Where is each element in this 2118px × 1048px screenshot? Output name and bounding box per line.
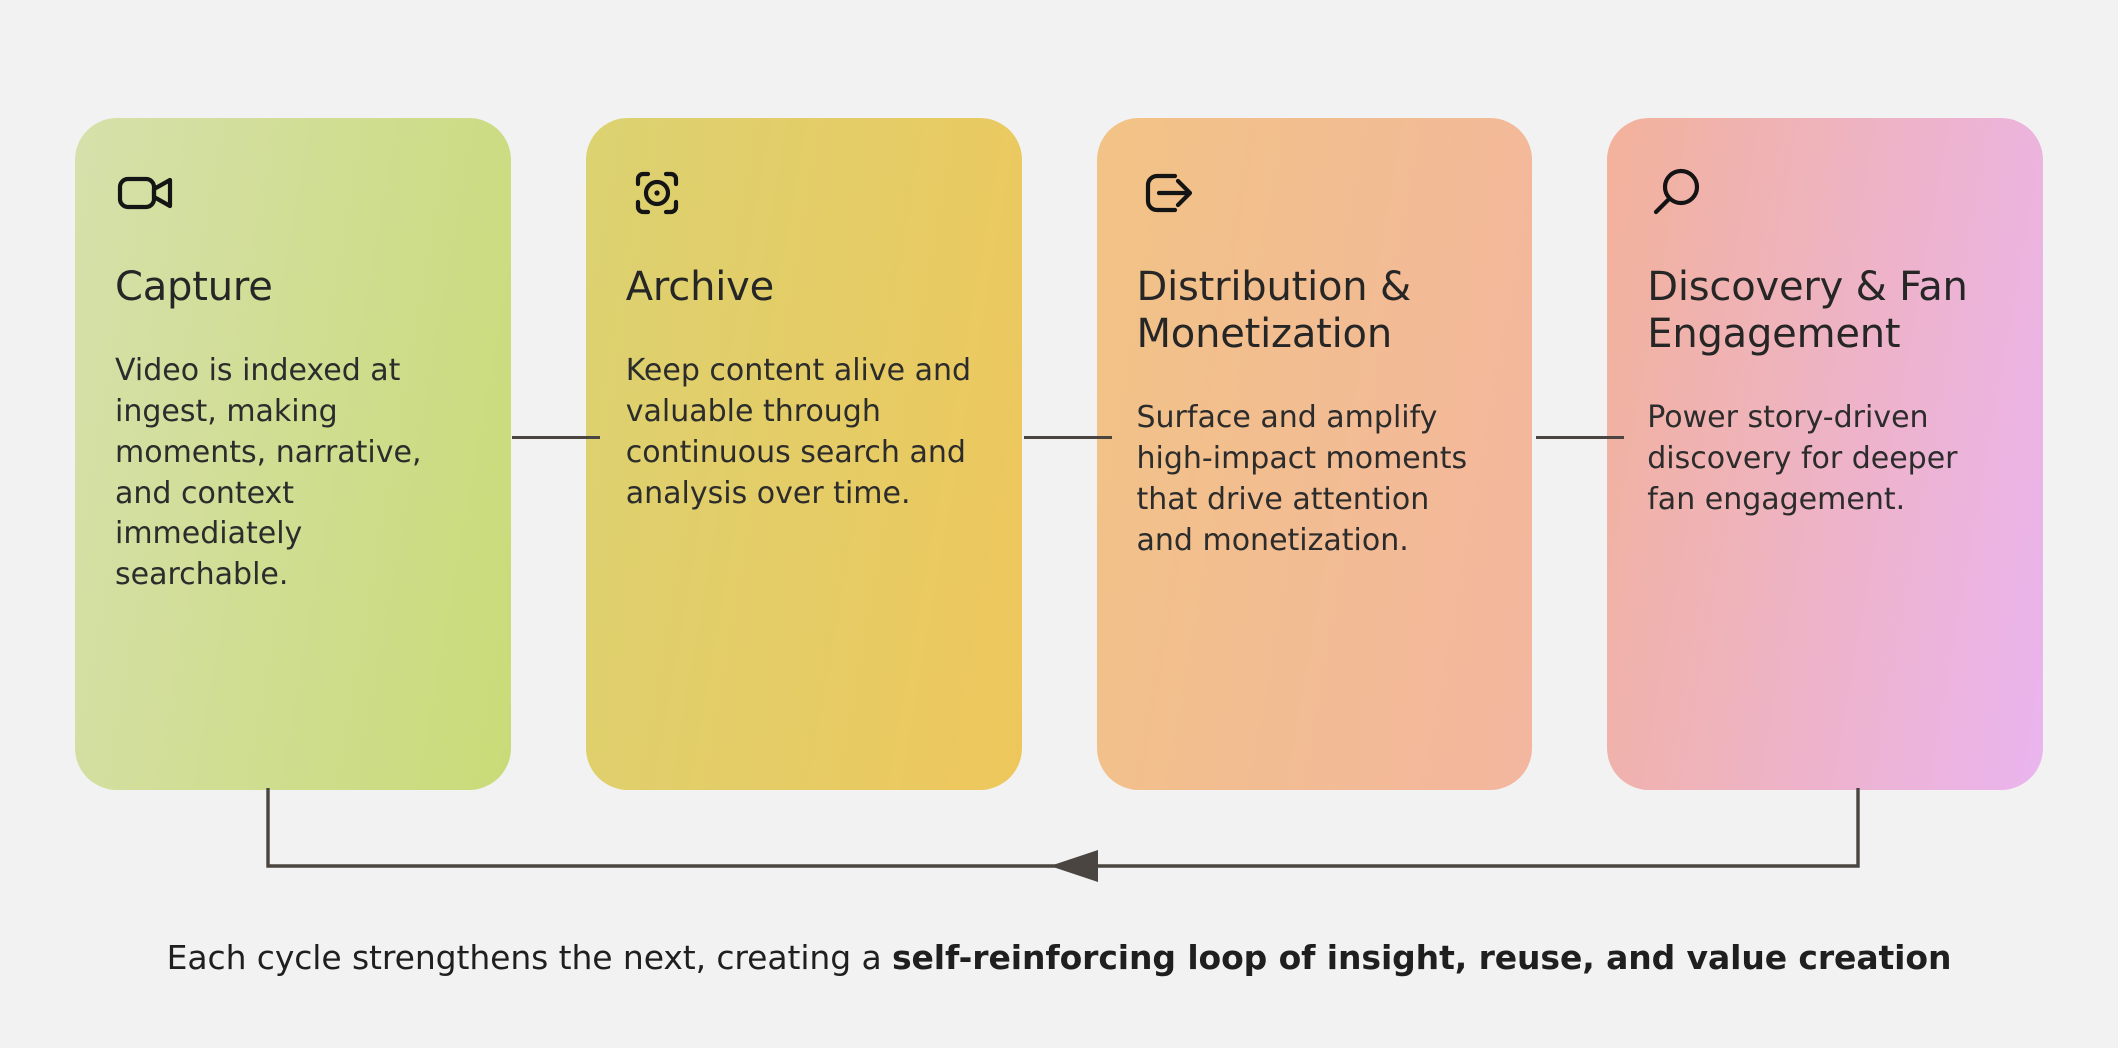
connector-capture-to-archive xyxy=(512,436,600,439)
caption-emphasis: self-reinforcing loop of insight, reuse,… xyxy=(891,938,1952,977)
stage-card-distribution[interactable]: Distribution & Monetization Surface and … xyxy=(1096,118,1533,790)
stage-card-discovery[interactable]: Discovery & Fan Engagement Power story-d… xyxy=(1607,118,2043,790)
focus-scan-icon xyxy=(626,162,688,224)
video-camera-icon xyxy=(115,162,177,224)
card-body: Keep content alive and valuable through … xyxy=(625,353,972,511)
card-title: Distribution & Monetization xyxy=(1136,264,1412,358)
diagram-caption: Each cycle strengthens the next, creatin… xyxy=(0,938,2118,977)
stage-card-capture[interactable]: Capture Video is indexed at ingest, maki… xyxy=(75,118,511,790)
feedback-loop-arrow xyxy=(266,788,1860,882)
connector-distribution-to-discovery xyxy=(1536,436,1624,439)
card-title: Discovery & Fan Engagement xyxy=(1647,264,1968,358)
stage-cards-row: Capture Video is indexed at ingest, maki… xyxy=(75,118,2043,790)
magnifier-icon xyxy=(1647,162,1709,224)
card-title: Archive xyxy=(625,264,775,310)
card-body: Surface and amplify high-impact moments … xyxy=(1136,400,1468,558)
card-body: Video is indexed at ingest, making momen… xyxy=(115,353,422,593)
card-title: Capture xyxy=(115,264,273,310)
card-body: Power story-driven discovery for deeper … xyxy=(1647,400,1958,517)
caption-lead: Each cycle strengthens the next, creatin… xyxy=(166,938,892,977)
connector-archive-to-distribution xyxy=(1024,436,1112,439)
stage-card-archive[interactable]: Archive Keep content alive and valuable … xyxy=(585,118,1022,790)
export-arrow-icon xyxy=(1137,162,1199,224)
